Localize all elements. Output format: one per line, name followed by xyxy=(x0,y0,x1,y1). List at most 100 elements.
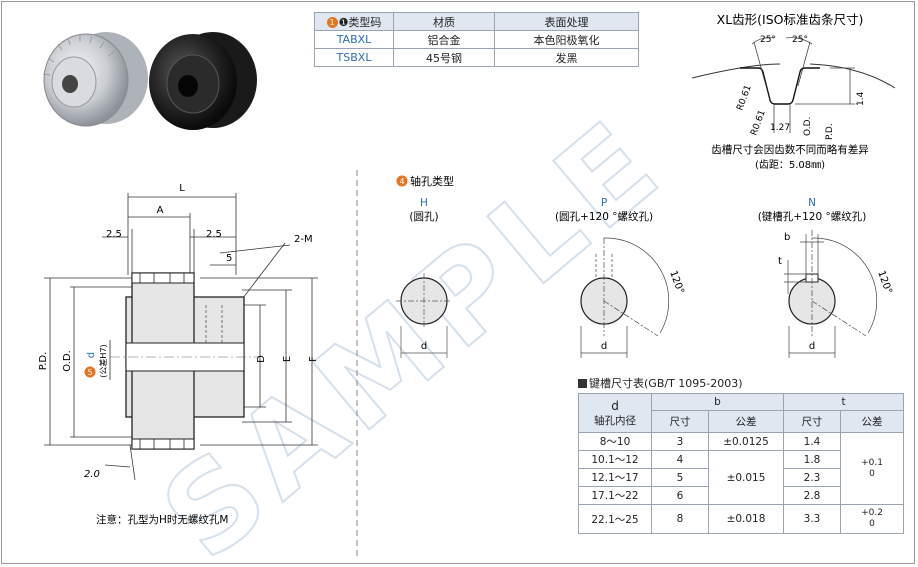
type-code-P: P xyxy=(601,197,607,209)
tooth-height: 1.4 xyxy=(856,91,866,106)
angle-left: 25° xyxy=(760,35,776,45)
cell-b-tol: ±0.018 xyxy=(708,504,784,534)
pulley-body xyxy=(110,272,260,450)
section-divider xyxy=(356,170,358,560)
pulley-section-drawing: L A 2.5 2.5 5 2-M P.D. O.D. 5 d (公差H7) D… xyxy=(38,183,319,526)
bore-type-N: N (键槽孔+120 °螺纹孔) b t 120° d xyxy=(758,197,894,358)
finish: 本色阳极氧化 xyxy=(494,30,639,49)
dim-2-5-left: 2.5 xyxy=(106,229,122,240)
table-row: TABXL 铝合金 本色阳极氧化 xyxy=(314,30,639,49)
dim-d: d xyxy=(86,352,97,358)
bore-type-H: H (圆孔) d xyxy=(396,197,452,358)
radius-label-1: R0.61 xyxy=(735,84,753,112)
dim-d-P: d xyxy=(601,341,607,352)
header-b-size: 尺寸 xyxy=(651,410,709,433)
header-b-tol: 公差 xyxy=(708,410,784,433)
groove-depth: 1.27 xyxy=(770,123,790,133)
cell-b: 6 xyxy=(651,486,709,505)
shaft-bore-types: 4 轴孔类型 H (圆孔) d P (圆孔+120 °螺纹孔) 120° d N… xyxy=(396,174,894,358)
angle-right: 25° xyxy=(792,35,808,45)
header-material: 材质 xyxy=(393,12,495,31)
dim-F: F xyxy=(308,356,319,362)
dim-od: O.D. xyxy=(62,350,73,372)
cell-d: 17.1～22 xyxy=(578,486,652,505)
table-row: 17.1～22 6 2.8 xyxy=(578,486,904,505)
cell-t: 1.8 xyxy=(783,450,841,469)
bore-type-P: P (圆孔+120 °螺纹孔) 120° d xyxy=(555,197,686,358)
cell-b: 3 xyxy=(651,432,709,451)
header-t: t xyxy=(783,392,904,412)
dim-2-5-right: 2.5 xyxy=(206,229,222,240)
cell-b-tol: ±0.0125 xyxy=(708,432,784,451)
material: 45号钢 xyxy=(393,48,495,67)
type-desc-H: (圆孔) xyxy=(409,210,438,223)
keyway-table-title: 键槽尺寸表(GB/T 1095-2003) xyxy=(578,375,743,391)
number-4-badge: 4 xyxy=(399,177,404,186)
cell-t: 3.3 xyxy=(783,504,841,534)
dim-pd: P.D. xyxy=(38,352,49,371)
type-desc-P: (圆孔+120 °螺纹孔) xyxy=(555,210,653,223)
type-code: TSBXL xyxy=(314,48,394,67)
angle-120-N: 120° xyxy=(875,269,894,295)
type-code-N: N xyxy=(808,197,816,209)
dim-E: E xyxy=(282,356,293,362)
product-photos xyxy=(42,32,257,130)
cell-t: 2.8 xyxy=(783,486,841,505)
dim-d-N: d xyxy=(809,341,815,352)
type-code: TABXL xyxy=(314,30,394,49)
od-label: O.D. xyxy=(803,117,813,136)
header-finish: 表面处理 xyxy=(494,12,639,31)
dim-5: 5 xyxy=(226,253,232,264)
angle-120-P: 120° xyxy=(667,269,686,295)
header-t-tol: 公差 xyxy=(840,410,904,433)
dim-2-0: 2.0 xyxy=(84,469,100,480)
cell-b: 4 xyxy=(651,450,709,469)
cell-d: 12.1～17 xyxy=(578,468,652,487)
thread-callout: 2-M xyxy=(294,234,313,245)
title-square-icon xyxy=(578,379,587,388)
material: 铝合金 xyxy=(393,30,495,49)
number-5-badge: 5 xyxy=(87,368,92,377)
dim-t-N: t xyxy=(778,256,782,267)
dim-A: A xyxy=(157,205,164,216)
cell-t: 2.3 xyxy=(783,468,841,487)
tooth-note-2: (齿距：5.08㎜) xyxy=(755,159,825,171)
cell-d: 22.1～25 xyxy=(578,504,652,534)
dim-D: D xyxy=(256,355,267,363)
radius-label-2: R0.61 xyxy=(749,109,767,137)
tooth-profile-diagram: XL齿形(ISO标准齿条尺寸) 25° 25° R0.61 R0.61 1.27… xyxy=(691,12,896,171)
tooth-groove-outline xyxy=(740,67,820,105)
type-desc-N: (键槽孔+120 °螺纹孔) xyxy=(758,210,867,223)
cell-d: 8～10 xyxy=(578,432,652,451)
type-code-H: H xyxy=(420,197,428,209)
pd-label: P.D. xyxy=(825,123,835,140)
dim-d-tolerance: (公差H7) xyxy=(98,344,108,377)
black-pulley-photo xyxy=(149,32,257,130)
pulley-note: 注意：孔型为H时无螺纹孔M xyxy=(96,513,228,526)
cell-b: 8 xyxy=(651,504,709,534)
number-1-badge: 1 xyxy=(326,16,338,28)
aluminum-pulley-photo xyxy=(42,32,148,127)
dim-L: L xyxy=(179,183,185,194)
shaft-types-title: 轴孔类型 xyxy=(410,174,454,188)
cell-d: 10.1～12 xyxy=(578,450,652,469)
header-b: b xyxy=(651,392,784,412)
finish: 发黑 xyxy=(494,48,639,67)
cell-b-tol: ±0.015 xyxy=(708,450,784,505)
table-row: TSBXL 45号钢 发黑 xyxy=(314,48,639,67)
header-t-size: 尺寸 xyxy=(783,410,841,433)
bore-diameter-label: 5 d (公差H7) xyxy=(84,344,108,378)
table-row: 10.1～12 4 ±0.015 1.8 xyxy=(578,450,904,505)
tooth-profile-title: XL齿形(ISO标准齿条尺寸) xyxy=(717,12,864,27)
cell-b: 5 xyxy=(651,468,709,487)
dim-d-H: d xyxy=(421,341,427,352)
